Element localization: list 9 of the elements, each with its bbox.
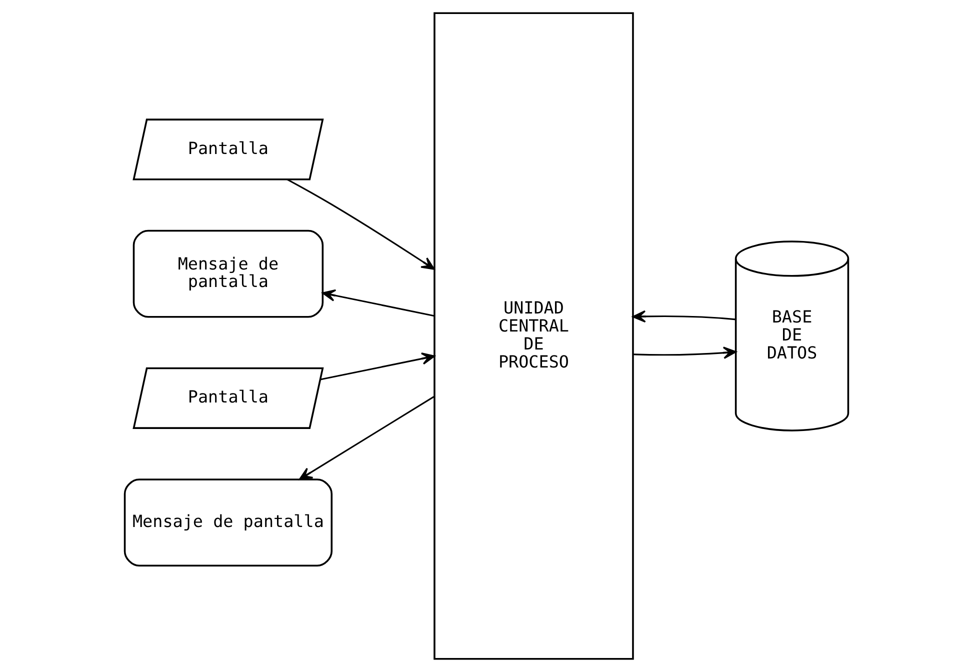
node-box: UNIDAD CENTRAL DE PROCESO — [434, 12, 634, 660]
node-box: Mensaje de pantalla — [132, 230, 324, 318]
arrow — [632, 310, 736, 323]
arrow — [322, 289, 434, 317]
node-box: Mensaje de pantalla — [124, 478, 333, 566]
arrow — [286, 178, 435, 270]
arrow — [320, 352, 436, 380]
arrow — [633, 346, 737, 359]
arrow — [298, 396, 434, 480]
